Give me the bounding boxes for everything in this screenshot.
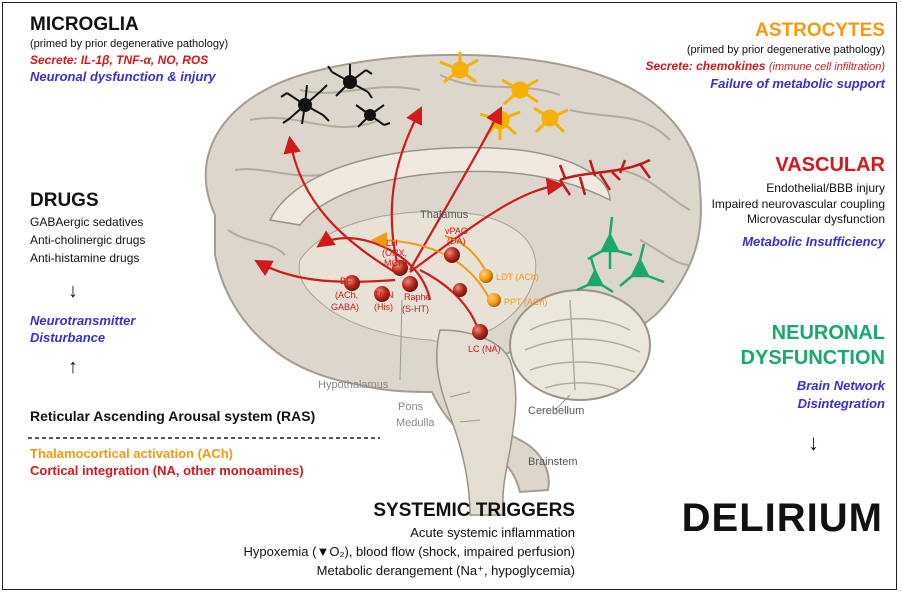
label-ppt: PPT (ACh) <box>504 297 547 307</box>
astrocytes-secrete-label: Secrete: chemokines <box>645 59 765 73</box>
nucleus-raphe-2 <box>453 283 467 297</box>
label-tmn-2: (His) <box>374 302 393 312</box>
neuronal-arrow-down: ↓ <box>808 430 819 456</box>
neuronal-title-2: DYSFUNCTION <box>741 347 885 370</box>
label-lc: LC (NA) <box>468 344 501 354</box>
label-bf-2: (ACh, <box>335 290 358 300</box>
neuronal-effect-1: Brain Network <box>797 378 885 393</box>
drugs-arrow-down: ↓ <box>68 280 78 303</box>
label-lh-3: MCH) <box>384 258 408 268</box>
vascular-line-1: Endothelial/BBB injury <box>766 180 885 196</box>
microglia-primed: (primed by prior degenerative pathology) <box>30 38 228 50</box>
nucleus-raphe <box>402 276 418 292</box>
drugs-arrow-up: ↑ <box>68 356 78 379</box>
neuronal-effect-2: Disintegration <box>798 396 885 411</box>
astrocytes-title: ASTROCYTES <box>755 20 885 42</box>
drugs-line-3: Anti-histamine drugs <box>30 250 139 266</box>
astrocytes-secrete-note: (immune cell infiltration) <box>769 61 885 73</box>
nucleus-lc <box>472 324 488 340</box>
label-raphe-2: (S-HT) <box>402 304 429 314</box>
ras-title: Reticular Ascending Arousal system (RAS) <box>30 408 315 424</box>
label-medulla: Medulla <box>396 417 435 429</box>
label-lh-2: (ORX, <box>382 248 407 258</box>
vascular-effect: Metabolic Insufficiency <box>742 234 885 249</box>
systemic-line-3: Metabolic derangement (Na⁺, hypoglycemia… <box>317 563 575 579</box>
vascular-title: VASCULAR <box>775 154 885 177</box>
label-thalamus: Thalamus <box>420 209 469 221</box>
label-bf: BF <box>340 276 352 286</box>
brainstem-shape <box>437 330 516 515</box>
systemic-line-2: Hypoxemia (▼O₂), blood flow (shock, impa… <box>244 544 575 559</box>
drugs-line-2: Anti-cholinergic drugs <box>30 232 145 248</box>
drugs-effect-2: Disturbance <box>30 330 105 345</box>
label-ldt: LDT (ACh) <box>496 272 539 282</box>
ras-cortical: Cortical integration (NA, other monoamin… <box>30 463 304 478</box>
vascular-line-3: Microvascular dysfunction <box>747 211 885 227</box>
label-hypothalamus: Hypothalamus <box>318 379 389 391</box>
label-cerebellum: Cerebellum <box>528 405 584 417</box>
systemic-title: SYSTEMIC TRIGGERS <box>373 500 575 522</box>
systemic-line-1: Acute systemic inflammation <box>410 525 575 540</box>
drugs-effect-1: Neurotransmitter <box>30 313 135 328</box>
nucleus-vpag <box>444 247 460 263</box>
nucleus-ppt <box>487 293 501 307</box>
nucleus-ldt <box>479 269 493 283</box>
drugs-line-1: GABAergic sedatives <box>30 214 143 230</box>
microglia-secrete: Secrete: IL-1β, TNF-α, NO, ROS <box>30 53 208 67</box>
ras-thalamocortical: Thalamocortical activation (ACh) <box>30 446 233 461</box>
astrocytes-effect: Failure of metabolic support <box>710 76 885 91</box>
drugs-title: DRUGS <box>30 190 99 212</box>
label-tmn: TMN <box>374 290 394 300</box>
label-vpag: vPAG <box>445 226 468 236</box>
label-bf-3: GABA) <box>331 302 359 312</box>
microglia-effect: Neuronal dysfunction & injury <box>30 69 216 84</box>
astrocytes-primed: (primed by prior degenerative pathology) <box>687 44 885 56</box>
label-lh: LH <box>386 238 398 248</box>
label-pons: Pons <box>398 401 424 413</box>
label-brainstem: Brainstem <box>528 456 578 468</box>
astrocytes-secrete: Secrete: chemokines (immune cell infiltr… <box>645 59 885 73</box>
delirium-outcome: DELIRIUM <box>682 496 883 541</box>
neuronal-title-1: NEURONAL <box>772 322 885 345</box>
vascular-line-2: Impaired neurovascular coupling <box>712 196 885 212</box>
microglia-title: MICROGLIA <box>30 14 139 36</box>
label-raphe: Raphe <box>404 292 431 302</box>
label-vpag-2: (DA) <box>447 236 466 246</box>
